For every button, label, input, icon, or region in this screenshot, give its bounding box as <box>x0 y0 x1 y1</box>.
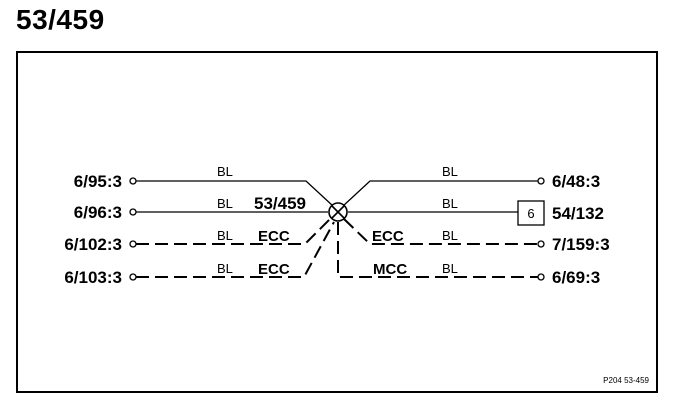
page-title: 53/459 <box>16 4 105 35</box>
wire-left-1 <box>136 180 334 207</box>
wire-color-label: BL <box>217 164 233 179</box>
footer-reference: P204 53-459 <box>603 376 649 385</box>
terminal-left-4: 6/103:3 <box>64 268 122 287</box>
diagram-frame <box>16 51 658 393</box>
wire-color-label: BL <box>442 196 458 211</box>
terminal-circle-icon <box>129 177 137 185</box>
terminal-right-3: 7/159:3 <box>552 235 610 254</box>
wire-right-1 <box>342 180 538 207</box>
wire-color-label: BL <box>442 261 458 276</box>
terminal-right-1: 6/48:3 <box>552 172 600 191</box>
wire-color-label: BL <box>217 261 233 276</box>
terminal-circle-icon <box>537 273 545 281</box>
connector-pin: 6 <box>527 206 534 221</box>
group-label: ECC <box>372 228 404 245</box>
wire-left-4 <box>136 221 335 278</box>
group-label: MCC <box>373 261 407 278</box>
terminal-left-2: 6/96:3 <box>74 203 122 222</box>
wire-right-3 <box>343 218 540 245</box>
terminal-circle-icon <box>537 240 545 248</box>
wire-color-label: BL <box>442 228 458 243</box>
connector-box <box>517 200 545 226</box>
terminal-left-3: 6/102:3 <box>64 235 122 254</box>
wire-left-3 <box>136 217 332 245</box>
terminal-circle-icon <box>129 273 137 281</box>
wire-color-label: BL <box>217 196 233 211</box>
wire-color-label: BL <box>442 164 458 179</box>
group-label: ECC <box>258 228 290 245</box>
terminal-circle-icon <box>129 240 137 248</box>
terminal-circle-icon <box>129 208 137 216</box>
splice-icon <box>328 202 348 222</box>
splice-label: 53/459 <box>254 194 306 213</box>
terminal-right-4: 6/69:3 <box>552 268 600 287</box>
terminal-left-1: 6/95:3 <box>74 172 122 191</box>
wire-color-label: BL <box>217 228 233 243</box>
terminal-circle-icon <box>537 177 545 185</box>
terminal-right-2: 54/132 <box>552 204 604 223</box>
group-label: ECC <box>258 261 290 278</box>
wire-right-4 <box>337 222 540 278</box>
